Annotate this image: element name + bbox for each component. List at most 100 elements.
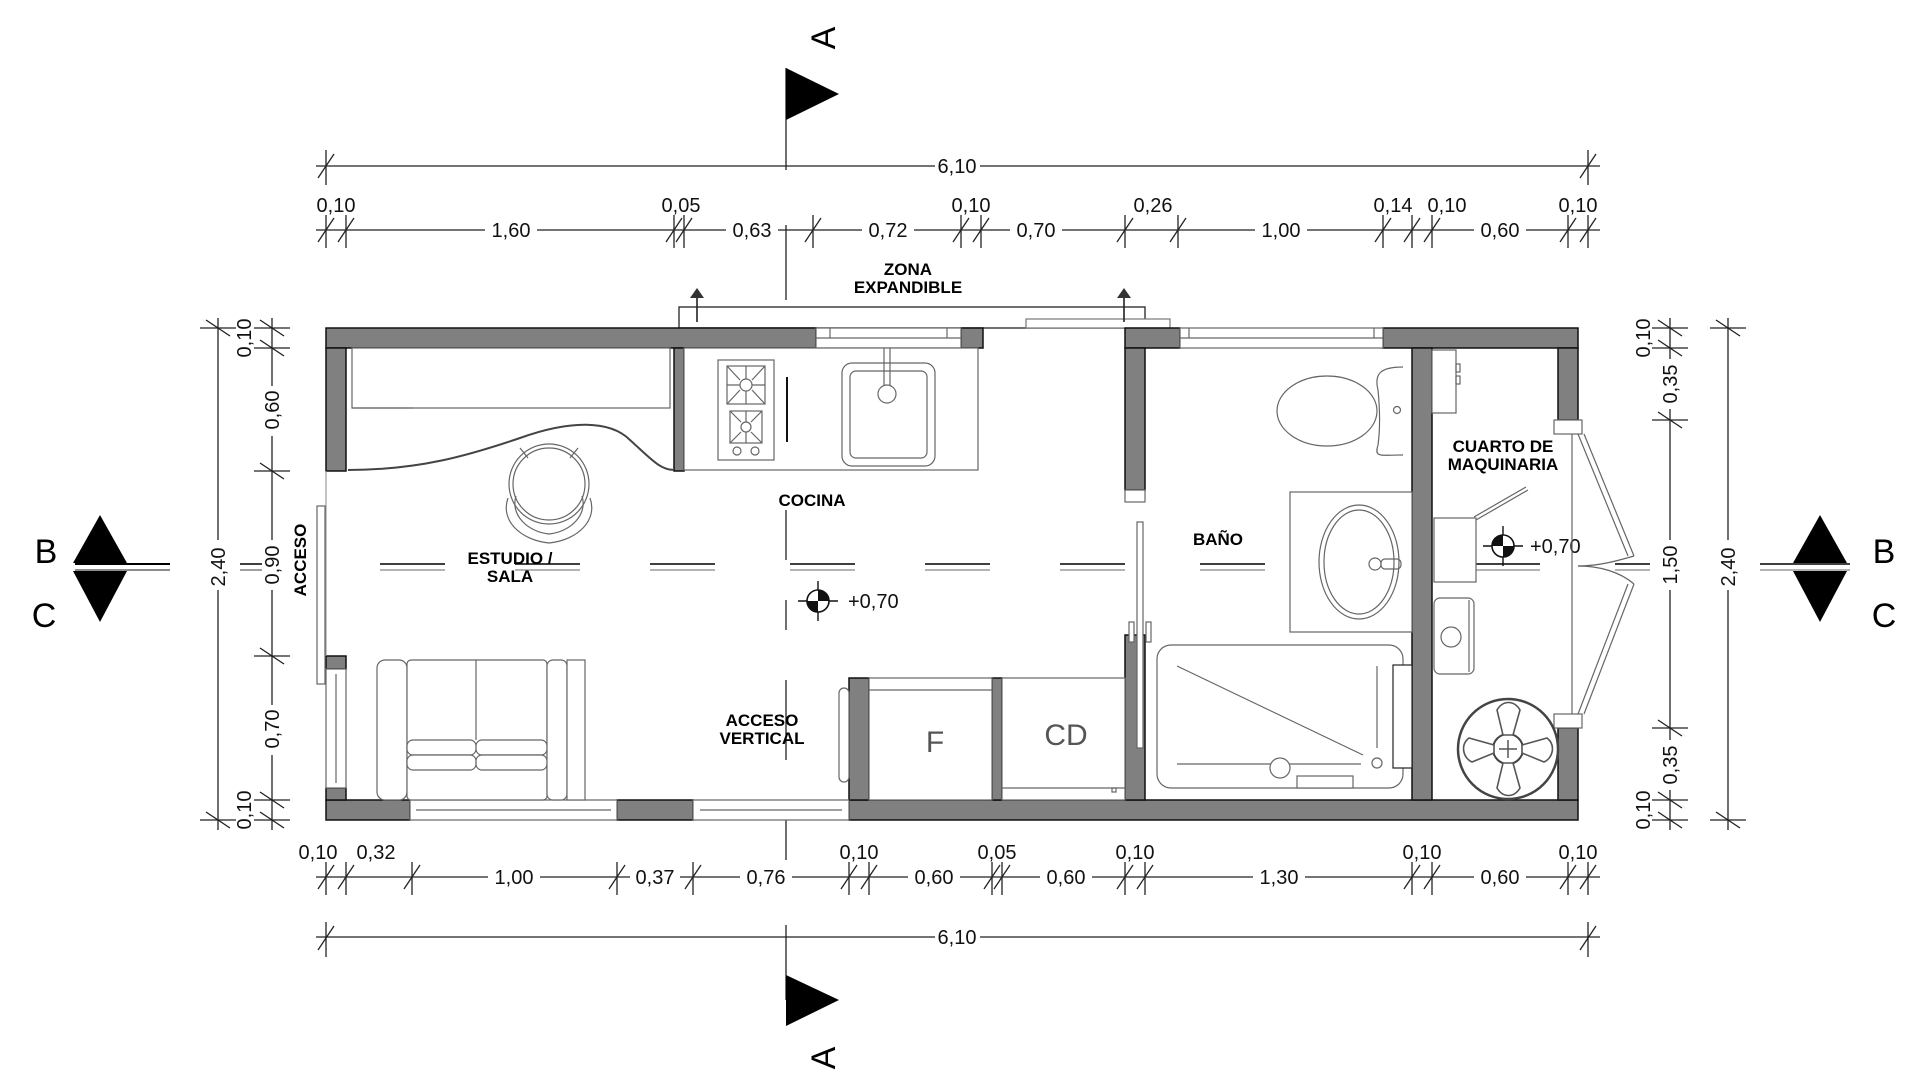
room-label-estudio-line1: ESTUDIO /	[467, 549, 552, 568]
left-dim-1: 0,60	[262, 391, 284, 430]
wall-jamb-caps	[1124, 419, 1583, 729]
bottom-dim-8: 0,60	[1047, 867, 1086, 889]
left-chain-dimension	[254, 318, 290, 830]
room-label-cuarto-line2: MAQUINARIA	[1448, 455, 1559, 474]
left-overall-dimension	[200, 318, 236, 830]
bathroom-sliding-door	[1128, 521, 1152, 749]
bottom-dim-11: 0,10	[1403, 842, 1442, 864]
section-bc-line	[75, 563, 1850, 571]
bottom-overall-dimension-label: 6,10	[938, 927, 977, 949]
bottom-dim-2: 1,00	[495, 867, 534, 889]
level-label-main: +0,70	[848, 591, 899, 613]
toilet-icon	[1276, 366, 1404, 456]
expandable-zone-outline	[678, 306, 1171, 329]
section-b-left-arrow-icon	[73, 515, 127, 563]
section-b-right-arrow-icon	[1793, 515, 1847, 563]
bottom-dim-7: 0,05	[978, 842, 1017, 864]
room-label-zona-expandible-line2: EXPANDIBLE	[854, 278, 962, 297]
left-overall-dimension-label: 2,40	[208, 548, 230, 587]
section-c-right-label: C	[1872, 597, 1897, 635]
top-dim-7: 0,26	[1134, 195, 1173, 217]
fridge-cabinet	[838, 677, 993, 801]
top-dim-12: 0,10	[1559, 195, 1598, 217]
bottom-dim-13: 0,10	[1559, 842, 1598, 864]
fan-icon	[1456, 697, 1560, 801]
section-a-top-flag-icon	[786, 68, 839, 120]
bottom-dim-1: 0,32	[357, 842, 396, 864]
section-c-left-arrow-icon	[73, 571, 127, 622]
section-b-right-label: B	[1873, 533, 1896, 571]
walls	[325, 327, 1579, 821]
windows	[325, 327, 1384, 821]
room-label-cuarto-line1: CUARTO DE	[1453, 437, 1554, 456]
left-dim-4: 0,10	[234, 791, 256, 830]
room-label-zona-expandible-line1: ZONA	[884, 260, 932, 279]
bathtub-icon	[1156, 644, 1413, 789]
bottom-overall-dimension	[316, 922, 1600, 957]
top-dim-6: 0,70	[1017, 220, 1056, 242]
bottom-dim-0: 0,10	[299, 842, 338, 864]
appliance-label-fridge: F	[926, 726, 944, 759]
level-label-machine-room: +0,70	[1530, 536, 1581, 558]
right-dim-1: 0,35	[1660, 365, 1682, 404]
room-label-bano: BAÑO	[1193, 529, 1243, 549]
chair-icon	[505, 443, 593, 544]
section-a-bottom-label: A	[805, 1046, 843, 1069]
top-dim-5: 0,10	[952, 195, 991, 217]
right-overall-dimension	[1710, 318, 1746, 830]
stove-icon	[717, 359, 775, 461]
top-chain-dimension	[316, 215, 1600, 248]
left-dim-2: 0,90	[262, 546, 284, 585]
washbasin-icon	[1289, 491, 1413, 633]
top-dim-9: 0,14	[1374, 195, 1413, 217]
section-c-right-arrow-icon	[1793, 571, 1847, 622]
expand-arrow-icon	[1117, 288, 1131, 322]
section-a-top-label: A	[805, 26, 843, 49]
left-dim-0: 0,10	[234, 319, 256, 358]
bottom-dim-3: 0,37	[636, 867, 675, 889]
cd-cabinet	[1001, 677, 1126, 801]
room-label-acceso: ACCESO	[291, 524, 310, 597]
right-overall-dimension-label: 2,40	[1718, 548, 1740, 587]
level-marker-icon	[1483, 526, 1523, 566]
room-label-acceso-vertical-line2: VERTICAL	[720, 729, 805, 748]
top-dim-0: 0,10	[317, 195, 356, 217]
electric-panel-icon	[1431, 349, 1461, 414]
level-marker-icon	[798, 581, 838, 621]
sofa-icon	[376, 659, 586, 801]
right-dim-0: 0,10	[1633, 319, 1655, 358]
bottom-chain-dimension	[316, 862, 1600, 895]
top-dim-11: 0,60	[1481, 220, 1520, 242]
bottom-dim-9: 0,10	[1116, 842, 1155, 864]
room-label-estudio-line2: SALA	[487, 567, 533, 586]
top-dim-8: 1,00	[1262, 220, 1301, 242]
bottom-dim-10: 1,30	[1260, 867, 1299, 889]
top-dim-3: 0,63	[733, 220, 772, 242]
acceso-door	[316, 471, 327, 685]
expand-arrow-icon	[690, 288, 704, 322]
top-dim-1: 1,60	[492, 220, 531, 242]
water-heater-icon	[1433, 486, 1529, 583]
bottom-dim-5: 0,10	[840, 842, 879, 864]
right-dim-3: 0,35	[1660, 746, 1682, 785]
appliance-label-cd: CD	[1044, 719, 1087, 752]
washing-machine-icon	[1433, 597, 1475, 675]
left-dim-3: 0,70	[262, 710, 284, 749]
section-c-left-label: C	[32, 597, 57, 635]
bottom-dim-4: 0,76	[747, 867, 786, 889]
desk-shelf	[347, 347, 675, 471]
right-chain-dimension	[1652, 318, 1688, 830]
bottom-dim-12: 0,60	[1481, 867, 1520, 889]
room-label-acceso-vertical-line1: ACCESO	[726, 711, 799, 730]
section-b-left-label: B	[35, 533, 58, 571]
section-a-bottom-flag-icon	[786, 975, 839, 1026]
top-overall-dimension-label: 6,10	[938, 156, 977, 178]
right-dim-2: 1,50	[1660, 546, 1682, 585]
top-dim-2: 0,05	[662, 195, 701, 217]
bottom-dim-6: 0,60	[915, 867, 954, 889]
machine-room-double-door	[1571, 433, 1635, 715]
top-overall-dimension	[316, 150, 1600, 185]
top-dim-10: 0,10	[1428, 195, 1467, 217]
room-label-cocina: COCINA	[778, 491, 845, 510]
